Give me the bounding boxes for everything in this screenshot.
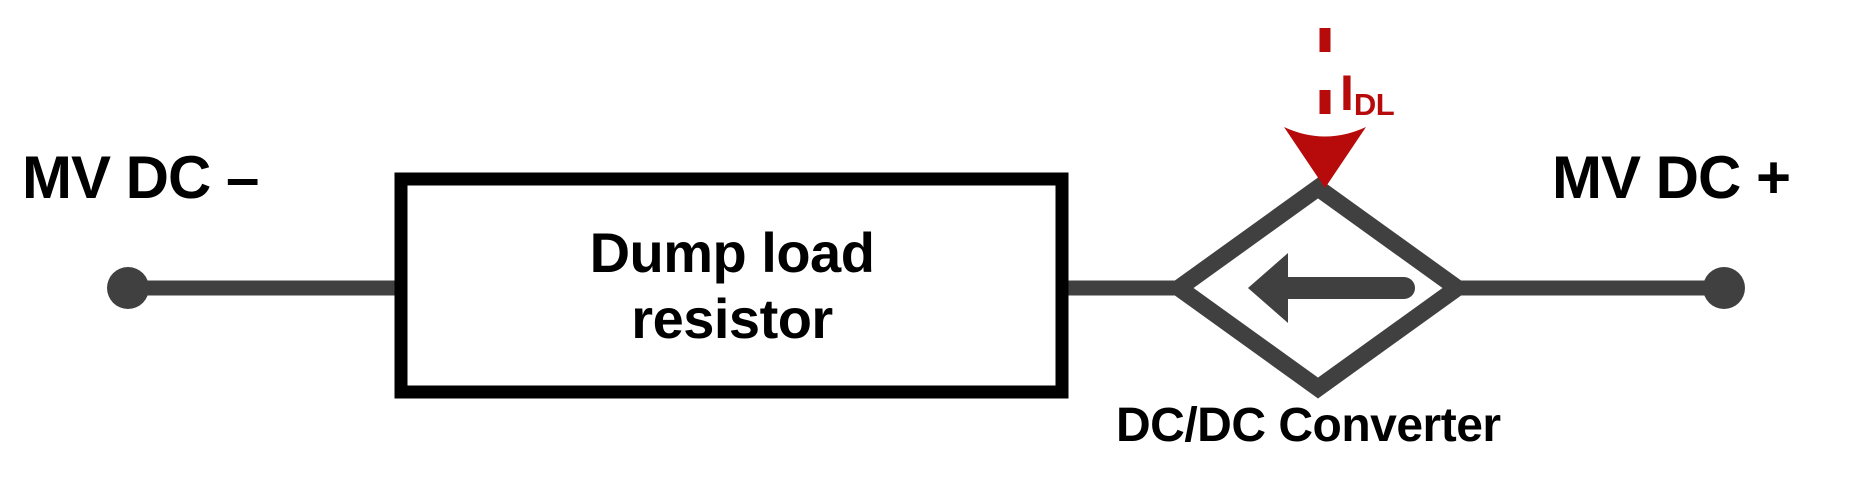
current-idl-subscript: DL [1353, 86, 1395, 122]
current-idl-arrow-icon [1284, 28, 1366, 188]
current-idl-label: IDL [1340, 65, 1395, 121]
current-idl-symbol: I [1340, 65, 1354, 121]
converter-direction-arrow-icon [1248, 253, 1415, 323]
dump-load-resistor-box[interactable] [394, 172, 1069, 399]
terminal-dot-right[interactable] [1703, 267, 1745, 309]
dc-dc-converter-label: DC/DC Converter [1116, 399, 1501, 452]
label-mv-dc-negative: MV DC – [22, 144, 259, 211]
terminal-dot-left[interactable] [107, 267, 149, 309]
label-mv-dc-positive: MV DC + [1552, 144, 1791, 211]
